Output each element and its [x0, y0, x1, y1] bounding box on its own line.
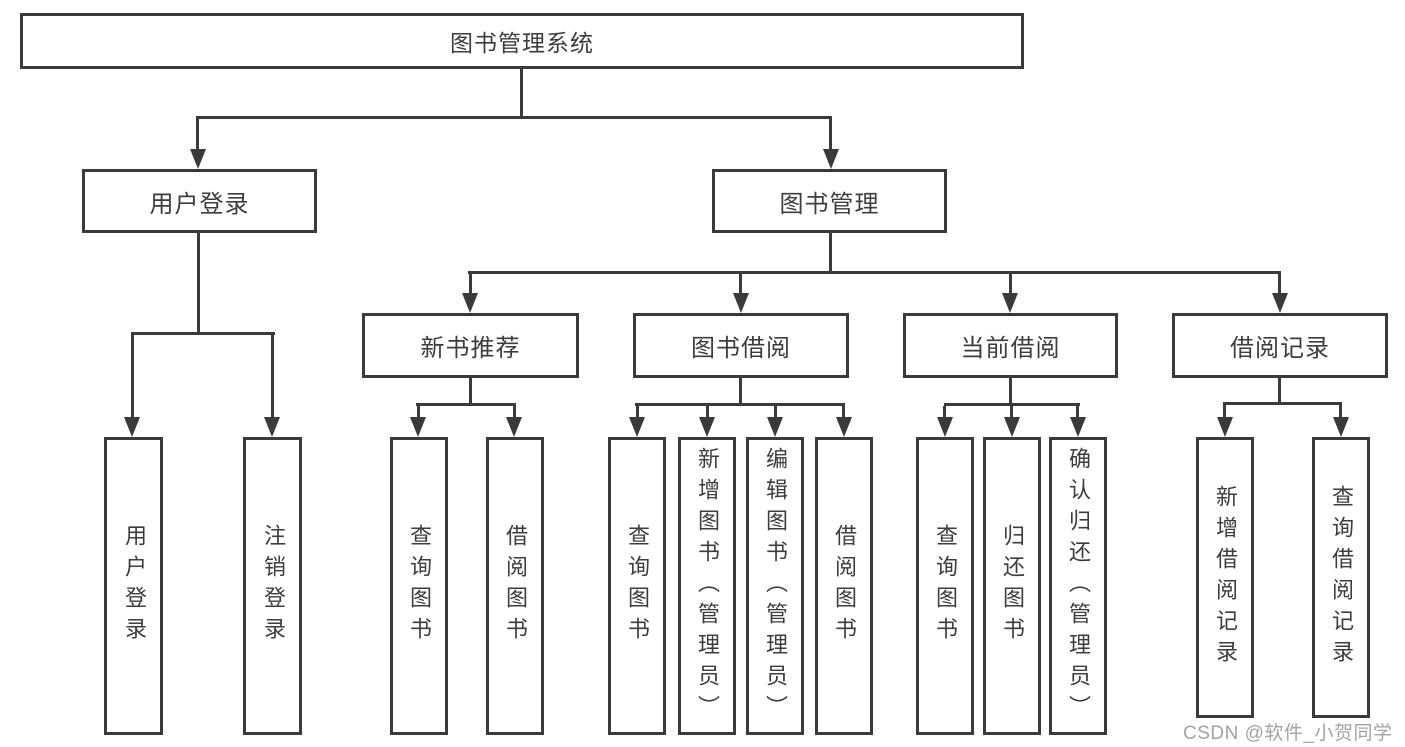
connector-line — [1009, 378, 1012, 405]
leaf-user-login: 用户登录 — [104, 437, 163, 735]
arrow-down-icon — [1070, 417, 1086, 437]
arrow-down-icon — [1217, 417, 1233, 437]
arrow-down-icon — [733, 293, 749, 313]
leaf-query-books-recommend: 查询图书 — [390, 437, 448, 735]
arrow-down-icon — [506, 417, 522, 437]
connector-line — [1278, 274, 1281, 295]
arrow-down-icon — [699, 417, 715, 437]
leaf-query-borrow-record: 查询借阅记录 — [1312, 437, 1370, 718]
leaf-add-book-admin: 新增图书（管理员） — [678, 437, 736, 735]
arrow-down-icon — [823, 149, 839, 169]
connector-line — [706, 406, 709, 419]
csdn-watermark: CSDN @软件_小贺同学 — [1183, 723, 1393, 744]
arrow-down-icon — [264, 417, 280, 437]
leaf-borrow-books-recommend: 借阅图书 — [486, 437, 544, 735]
connector-line — [469, 378, 472, 405]
connector-line — [944, 403, 1080, 406]
node-new-book-recommend: 新书推荐 — [362, 313, 579, 378]
connector-line — [1009, 274, 1012, 295]
node-user-login: 用户登录 — [82, 169, 317, 233]
connector-line — [131, 335, 134, 419]
arrow-down-icon — [1333, 417, 1349, 437]
connector-line — [1223, 402, 1342, 405]
leaf-confirm-return-admin: 确认归还（管理员） — [1049, 437, 1107, 735]
connector-line — [829, 119, 832, 153]
arrow-down-icon — [937, 417, 953, 437]
connector-line — [1010, 406, 1013, 419]
connector-line — [131, 332, 275, 335]
connector-line — [520, 69, 523, 119]
node-current-borrowing: 当前借阅 — [903, 313, 1118, 378]
connector-line — [271, 335, 274, 419]
node-book-management: 图书管理 — [712, 169, 947, 233]
connector-line — [416, 403, 516, 406]
connector-line — [196, 116, 832, 119]
connector-line — [468, 271, 1281, 274]
leaf-logout: 注销登录 — [243, 437, 302, 735]
connector-line — [513, 406, 516, 419]
connector-line — [1223, 405, 1226, 417]
leaf-query-books-borrow: 查询图书 — [608, 437, 666, 735]
leaf-borrow-books: 借阅图书 — [815, 437, 873, 735]
connector-line — [417, 406, 420, 419]
leaf-query-books-current: 查询图书 — [916, 437, 974, 735]
connector-line — [739, 378, 742, 405]
node-book-borrowing: 图书借阅 — [633, 313, 849, 378]
node-borrowing-records: 借阅记录 — [1172, 313, 1388, 378]
node-root: 图书管理系统 — [20, 13, 1024, 69]
arrow-down-icon — [1004, 417, 1020, 437]
leaf-edit-book-admin: 编辑图书（管理员） — [746, 437, 804, 735]
connector-line — [1339, 405, 1342, 417]
arrow-down-icon — [124, 417, 140, 437]
connector-line — [469, 274, 472, 295]
arrow-down-icon — [629, 417, 645, 437]
arrow-down-icon — [462, 293, 478, 313]
arrow-down-icon — [190, 149, 206, 169]
connector-line — [829, 233, 832, 273]
connector-line — [636, 406, 639, 419]
connector-line — [774, 406, 777, 419]
connector-line — [842, 406, 845, 419]
connector-line — [1076, 406, 1079, 419]
connector-line — [943, 406, 946, 419]
connector-line — [739, 274, 742, 295]
leaf-add-borrow-record: 新增借阅记录 — [1196, 437, 1254, 718]
connector-line — [197, 233, 200, 334]
connector-line — [635, 403, 845, 406]
arrow-down-icon — [1272, 293, 1288, 313]
arrow-down-icon — [1002, 293, 1018, 313]
arrow-down-icon — [410, 417, 426, 437]
connector-line — [1278, 378, 1281, 404]
leaf-return-book: 归还图书 — [983, 437, 1041, 735]
arrow-down-icon — [767, 417, 783, 437]
arrow-down-icon — [836, 417, 852, 437]
connector-line — [196, 119, 199, 153]
